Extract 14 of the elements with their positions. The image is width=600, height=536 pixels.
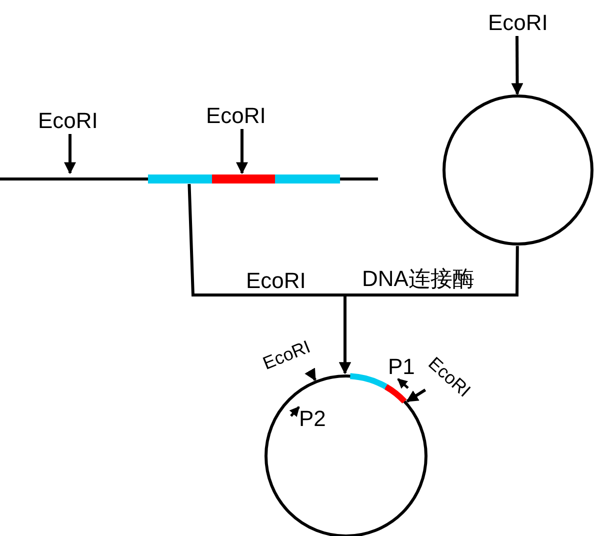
arrow: [339, 246, 519, 374]
arrow: [304, 368, 316, 382]
enzyme-label: EcoRI: [206, 105, 266, 127]
arrow: [64, 134, 76, 174]
arrow: [406, 388, 426, 403]
enzyme-label: EcoRI: [38, 110, 98, 132]
primer-label: P2: [299, 408, 326, 430]
enzyme-label: EcoRI: [260, 337, 313, 373]
primer-label: P1: [388, 356, 415, 378]
linear-dna-drawing: [0, 174, 378, 184]
arrow: [236, 129, 248, 174]
plasmid-circle: [442, 94, 594, 246]
enzyme-label: EcoRI: [488, 12, 548, 34]
arrow: [511, 36, 524, 96]
